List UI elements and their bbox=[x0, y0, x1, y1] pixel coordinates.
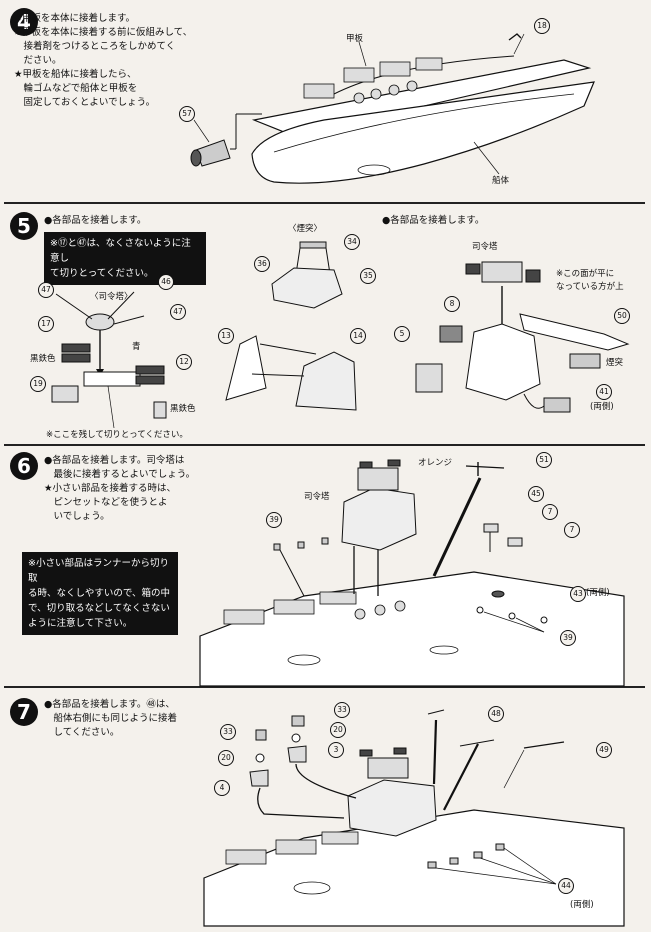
step-5-instructions: ●各部品を接着します。 bbox=[44, 215, 147, 226]
part-7-callout-1: 7 bbox=[542, 504, 558, 520]
blue-color-label: 青 bbox=[132, 342, 141, 352]
deck-label: 甲板 bbox=[346, 34, 364, 44]
part-20-callout-right: 20 bbox=[330, 722, 346, 738]
step-4-section: 4 ※甲板を本体に接着します。 ※甲板を本体に接着する前に仮組みして、 接着剤を… bbox=[4, 2, 645, 204]
antenna-group-label: 〈司令塔〉 bbox=[90, 292, 133, 302]
part-39-callout-right: 39 bbox=[560, 630, 576, 646]
step-6-badge: 6 bbox=[10, 452, 38, 480]
part-19-callout: 19 bbox=[30, 376, 46, 392]
both-sides-label-6: (両側) bbox=[586, 588, 610, 598]
part-48-callout: 48 bbox=[488, 706, 504, 722]
bridge-label: 司令塔 bbox=[472, 242, 498, 252]
step-4-instructions: ※甲板を本体に接着します。 ※甲板を本体に接着する前に仮組みして、 接着剤をつけ… bbox=[14, 13, 193, 108]
part-43-callout: 43 bbox=[570, 586, 586, 602]
part-14-callout: 14 bbox=[350, 328, 366, 344]
part-41-callout: 41 bbox=[596, 384, 612, 400]
both-sides-label: (両側) bbox=[590, 402, 614, 412]
part-34-callout: 34 bbox=[344, 234, 360, 250]
step-6-ship-illustration bbox=[199, 459, 625, 687]
step-7-instructions: ●各部品を接着します。㊽は、 船体右側にも同じように接着 してください。 bbox=[44, 699, 178, 738]
part-44-callout: 44 bbox=[558, 878, 574, 894]
step-5-right-instructions: ●各部品を接着します。 bbox=[382, 215, 485, 226]
part-39-callout-left: 39 bbox=[266, 512, 282, 528]
part-20-callout-left: 20 bbox=[218, 750, 234, 766]
step-5-section: 5 ●各部品を接着します。 ※⑰と㊼は、なくさないように注意し て切りとってくだ… bbox=[4, 204, 645, 446]
chimney-group-label: 〈煙突〉 bbox=[288, 224, 323, 234]
part-4-callout: 4 bbox=[214, 780, 230, 796]
part-46-callout: 46 bbox=[158, 274, 174, 290]
part-45-callout: 45 bbox=[528, 486, 544, 502]
part-47-callout-left: 47 bbox=[38, 282, 54, 298]
part-7-callout-2: 7 bbox=[564, 522, 580, 538]
black-iron-label-1: 黒鉄色 bbox=[30, 354, 56, 364]
part-18-callout: 18 bbox=[534, 18, 550, 34]
black-iron-label-2: 黒鉄色 bbox=[170, 404, 196, 414]
step-7-ship-illustration bbox=[203, 709, 625, 927]
step-4-badge: 4 bbox=[10, 8, 38, 36]
hull-label: 船体 bbox=[492, 176, 510, 186]
part-8-callout: 8 bbox=[444, 296, 460, 312]
part-57-callout: 57 bbox=[179, 106, 195, 122]
step-5-note: ※⑰と㊼は、なくさないように注意し て切りとってください。 bbox=[44, 232, 206, 285]
part-12-callout: 12 bbox=[176, 354, 192, 370]
part-17-callout: 17 bbox=[38, 316, 54, 332]
bridge-label-6: 司令塔 bbox=[304, 492, 330, 502]
step-6-note: ※小さい部品はランナーから切り取 る時、なくしやすいので、箱の中 で、切り取るな… bbox=[22, 552, 178, 635]
part-3-callout: 3 bbox=[328, 742, 344, 758]
step-7-badge: 7 bbox=[10, 698, 38, 726]
part-36-callout: 36 bbox=[254, 256, 270, 272]
part-50-callout: 50 bbox=[614, 308, 630, 324]
part-49-callout: 49 bbox=[596, 742, 612, 758]
step-5-parts-illustration bbox=[51, 241, 630, 429]
orange-color-label: オレンジ bbox=[418, 458, 453, 468]
part-35-callout: 35 bbox=[360, 268, 376, 284]
part-5-callout: 5 bbox=[394, 326, 410, 342]
part-33-callout-left: 33 bbox=[220, 724, 236, 740]
cut-note-label: ※ここを残して切りとってください。 bbox=[46, 430, 188, 440]
step-5-badge: 5 bbox=[10, 212, 38, 240]
flat-side-note: ※この面が平に なっている方が上 bbox=[556, 269, 624, 292]
part-33-callout-right: 33 bbox=[334, 702, 350, 718]
both-sides-label-7: (両側) bbox=[570, 900, 594, 910]
part-51-callout: 51 bbox=[536, 452, 552, 468]
step-6-section: 6 ●各部品を接着します。司令塔は 最後に接着するとよいでしょう。 ★小さい部品… bbox=[4, 446, 645, 688]
part-13-callout: 13 bbox=[218, 328, 234, 344]
part-47-callout-right: 47 bbox=[170, 304, 186, 320]
chimney-label: 煙突 bbox=[606, 358, 624, 368]
step-7-section: 7 ●各部品を接着します。㊽は、 船体右側にも同じように接着 してください。 bbox=[4, 688, 645, 928]
step-4-ship-illustration bbox=[190, 33, 595, 184]
step-6-instructions: ●各部品を接着します。司令塔は 最後に接着するとよいでしょう。 ★小さい部品を接… bbox=[44, 455, 196, 522]
